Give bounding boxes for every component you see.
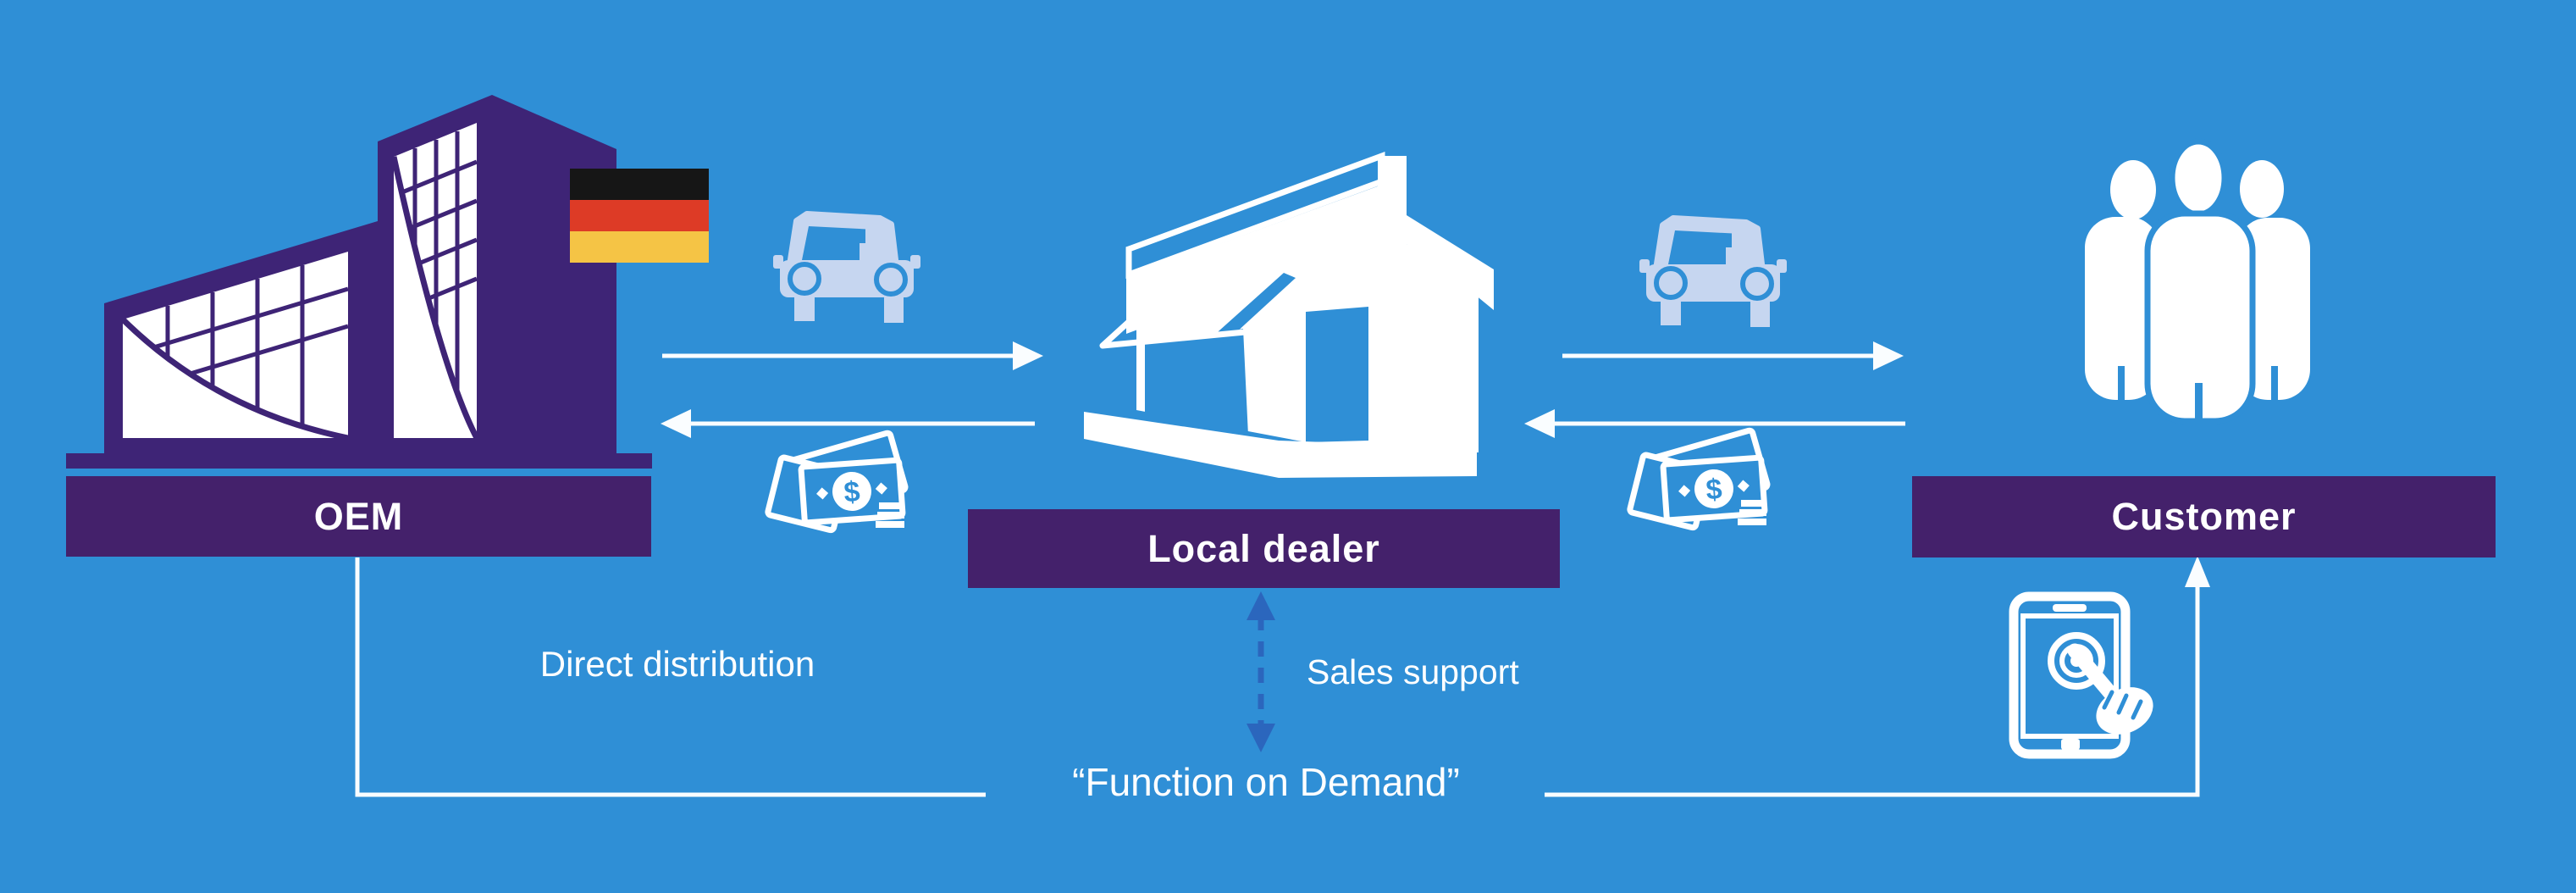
local-dealer-label-box: Local dealer xyxy=(968,509,1560,588)
arrow-vehicles-dealer-to-customer xyxy=(1562,341,1904,370)
building-platform xyxy=(66,453,652,469)
dollar-sign: $ xyxy=(1705,473,1723,506)
store-clerestory xyxy=(1211,273,1296,343)
car-icon xyxy=(773,211,920,323)
arrow-payment-dealer-to-oem xyxy=(661,409,1035,438)
store-side-wall xyxy=(1407,244,1479,452)
tablet-touch-icon xyxy=(2009,591,2153,759)
dollar-sign: $ xyxy=(843,475,861,508)
store-door xyxy=(1306,307,1368,442)
left-tower xyxy=(104,221,378,453)
car-icon xyxy=(1639,215,1787,327)
arrow-vehicles-oem-to-dealer xyxy=(662,341,1043,370)
oem-label: OEM xyxy=(313,494,404,538)
touch-hand xyxy=(2067,643,2153,735)
coin-stack xyxy=(1738,500,1766,525)
store-base-slab xyxy=(1084,412,1477,478)
function-on-demand-path xyxy=(355,556,2210,797)
german-flag-icon xyxy=(570,169,709,263)
coin-stack xyxy=(876,502,904,528)
sales-support-dashed-arrow xyxy=(1247,591,1275,752)
oem-headquarters-building-icon xyxy=(66,95,709,469)
arrow-payment-customer-to-dealer xyxy=(1524,409,1905,438)
direct-distribution-label: Direct distribution xyxy=(539,644,815,684)
store-fascia xyxy=(1126,185,1382,334)
customer-label-box: Customer xyxy=(1912,476,2496,557)
store-awning xyxy=(1099,308,1248,349)
oem-label-box: OEM xyxy=(66,476,651,557)
local-dealer-label: Local dealer xyxy=(1147,526,1380,570)
store-window xyxy=(1145,329,1248,435)
customer-label: Customer xyxy=(2111,495,2297,538)
money-icon: $ xyxy=(1627,427,1771,531)
function-on-demand-label: “Function on Demand” xyxy=(1072,760,1460,804)
people-group-icon xyxy=(2085,138,2310,424)
store-corner-column xyxy=(1378,156,1407,456)
dealership-store-icon xyxy=(1084,151,1494,478)
money-icon: $ xyxy=(765,430,909,534)
sales-support-label: Sales support xyxy=(1307,652,1519,691)
right-tower xyxy=(378,95,616,453)
